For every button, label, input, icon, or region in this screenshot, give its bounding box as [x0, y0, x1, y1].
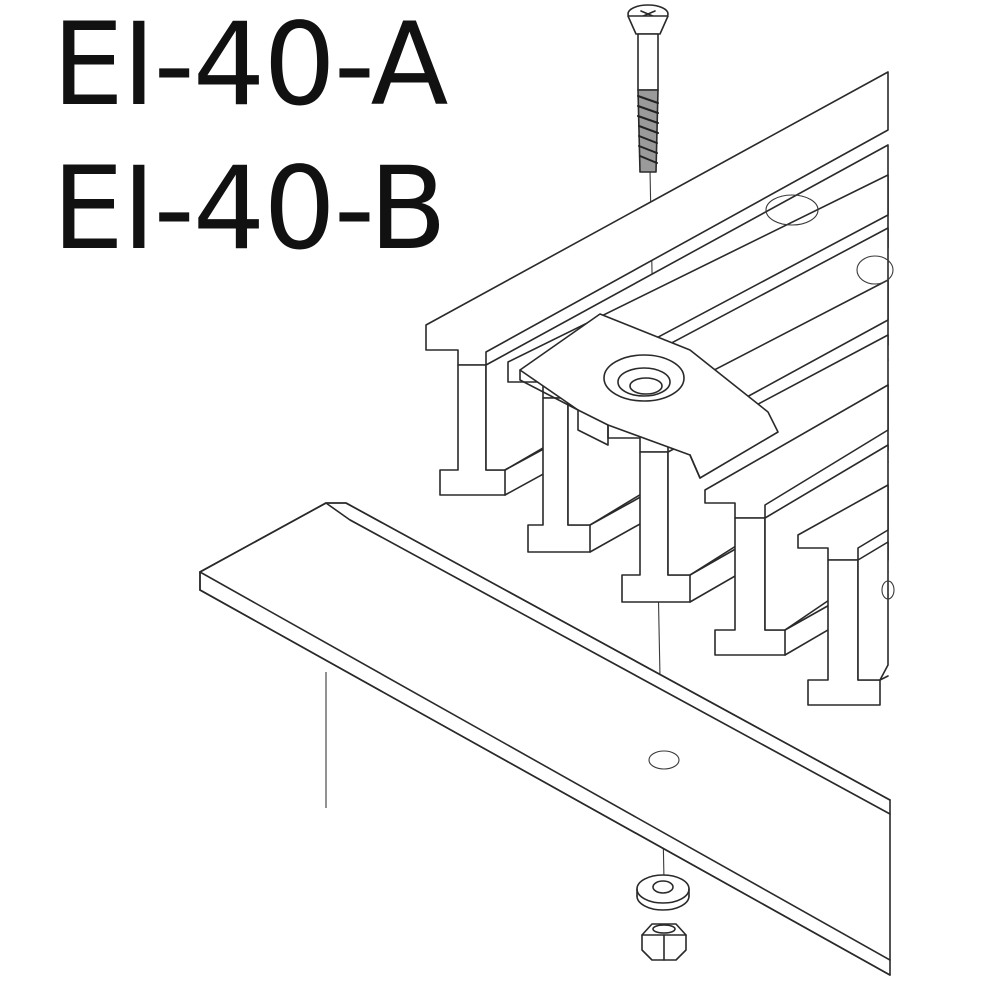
- base-plate: [199, 502, 891, 976]
- rail-profile-5: [797, 484, 895, 706]
- slot-cutout: [881, 580, 895, 600]
- model-label-b: EI-40-B: [52, 142, 447, 275]
- hex-nut-icon: [641, 923, 687, 961]
- screw-icon: [627, 4, 669, 173]
- model-label-a: EI-40-A: [52, 0, 448, 131]
- slot-cutout: [765, 194, 819, 226]
- mounting-hole: [648, 750, 680, 770]
- clamp-plate-icon: [519, 313, 779, 479]
- slot-cutout: [856, 255, 894, 285]
- washer-icon: [636, 874, 690, 911]
